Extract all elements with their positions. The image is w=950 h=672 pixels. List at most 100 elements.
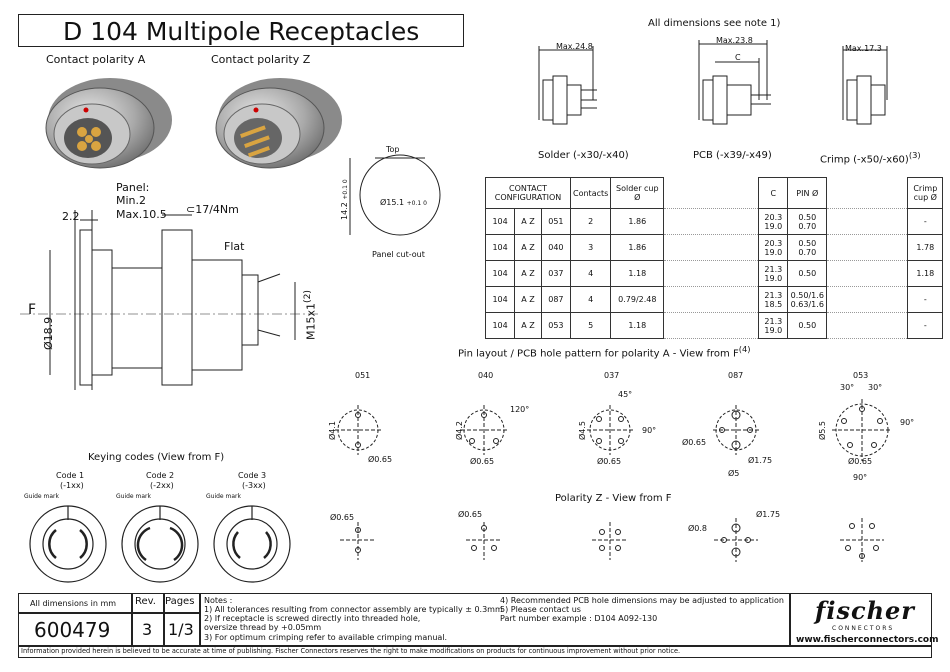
view-f-label: F <box>28 302 37 318</box>
cutout-top-label: Top <box>386 145 400 154</box>
fischer-logo-sub: CONNECTORS <box>832 625 895 632</box>
website: www.fischerconnectors.com <box>796 635 939 645</box>
code-037: 037 <box>604 371 620 380</box>
dim-037-dia: Ø4.5 <box>578 420 587 440</box>
cell-code: 053 <box>540 312 572 339</box>
layout-040 <box>461 405 508 455</box>
dim-040-angle: 120° <box>510 405 530 414</box>
keying-code-2-sub: (-2xx) <box>150 481 174 490</box>
th-solder: Solder cup Ø <box>610 177 665 209</box>
keying-code-1-sub: (-1xx) <box>60 481 84 490</box>
th-config: CONTACT CONFIGURATION <box>485 177 571 209</box>
keying-code-2-drawing <box>121 505 199 583</box>
cell-pin: 0.50/1.6 0.63/1.6 <box>787 286 828 313</box>
cell-code: 051 <box>540 208 572 235</box>
dim-040-hole: Ø0.65 <box>470 457 495 466</box>
cell-series: 104 <box>484 234 516 261</box>
cell-code: 087 <box>540 286 572 313</box>
panel-label: Panel: <box>116 181 150 194</box>
dim-037-angle-90: 90° <box>642 426 657 435</box>
pages-value: 1/3 <box>168 620 194 639</box>
cell-code: 040 <box>540 234 572 261</box>
cell-pin: 0.50 0.70 <box>787 234 828 261</box>
note-1: 1) All tolerances resulting from connect… <box>204 605 503 614</box>
th-c: C <box>758 177 789 209</box>
dim-053-angle-b: 30° <box>868 383 883 392</box>
pages-label: Pages <box>165 596 195 607</box>
dim-053-angle-d: 90° <box>853 473 868 482</box>
keying-code-1-drawing <box>29 505 107 583</box>
rev-label: Rev. <box>135 596 156 607</box>
cell-c: 20.3 19.0 <box>758 234 789 261</box>
crimp-label: Crimp (-x50/-x60)(3) <box>820 150 921 166</box>
dim-037-hole: Ø0.65 <box>597 457 622 466</box>
cell-solder: 1.18 <box>610 312 665 339</box>
solder-label: Solder (-x30/-x40) <box>538 150 629 161</box>
pcb-label: PCB (-x39/-x49) <box>693 150 772 161</box>
part-number: 600479 <box>34 618 111 642</box>
cell-contacts: 4 <box>569 260 612 287</box>
cell-crimp: 1.78 <box>907 234 944 261</box>
cell-code: 037 <box>540 260 572 287</box>
dim-053-angle-c: 90° <box>900 418 915 427</box>
cell-contacts: 5 <box>569 312 612 339</box>
cell-series: 104 <box>484 260 516 287</box>
keying-code-3-sub: (-3xx) <box>242 481 266 490</box>
connector-a-render <box>45 78 172 169</box>
cell-pin: 0.50 0.70 <box>787 208 828 235</box>
crimp-max-dim: Max.17.3 <box>845 44 882 53</box>
configuration-table: CONTACT CONFIGURATION Contacts Solder cu… <box>484 177 944 339</box>
cell-c: 20.3 19.0 <box>758 208 789 235</box>
th-contacts: Contacts <box>569 177 612 209</box>
keying-code-2: Code 2 <box>146 471 175 480</box>
cell-pin: 0.50 <box>787 260 828 287</box>
keying-drawings <box>29 505 291 583</box>
cell-c: 21.3 19.0 <box>758 260 789 287</box>
code-053: 053 <box>853 371 869 380</box>
cell-pin: 0.50 <box>787 312 828 339</box>
note-3: 3) For optimum crimping refer to availab… <box>204 633 448 642</box>
note-2b: oversize thread by +0.05mm <box>204 623 322 632</box>
dim-051-hole: Ø0.65 <box>368 455 393 464</box>
polarity-z-title: Polarity Z - View from F <box>555 493 672 504</box>
rev-value: 3 <box>142 620 153 639</box>
cell-pol: A Z <box>514 286 542 313</box>
note-2: 2) If receptacle is screwed directly int… <box>204 614 421 623</box>
pin-layout-drawings <box>335 399 892 461</box>
z-dim-087b: Ø1.75 <box>756 510 781 519</box>
z-dim-087a: Ø0.8 <box>688 524 708 533</box>
guide-mark-1: Guide mark <box>24 493 59 500</box>
cell-pol: A Z <box>514 312 542 339</box>
torque-label: ⊂17/4Nm <box>186 203 239 216</box>
dim-2-2: 2.2 <box>62 210 80 223</box>
connector-z-render <box>215 78 342 169</box>
cell-series: 104 <box>484 286 516 313</box>
dim-053-dia: Ø5.5 <box>818 420 827 440</box>
cell-contacts: 2 <box>569 208 612 235</box>
dim-087-big: Ø1.75 <box>748 456 773 465</box>
cell-contacts: 4 <box>569 286 612 313</box>
cell-c: 21.3 18.5 <box>758 286 789 313</box>
dim-087-hole: Ø0.65 <box>682 438 707 447</box>
dim-087-dia: Ø5 <box>728 469 740 478</box>
contact-polarity-a-label: Contact polarity A <box>46 53 146 66</box>
dim-037-angle-45: 45° <box>618 390 633 399</box>
cell-solder: 1.86 <box>610 234 665 261</box>
pin-layout-title: Pin layout / PCB hole pattern for polari… <box>458 344 751 360</box>
note-4: 4) Recommended PCB hole dimensions may b… <box>500 596 784 605</box>
guide-mark-2: Guide mark <box>116 493 151 500</box>
wrench-icon: ⊂ <box>186 203 196 216</box>
cell-pol: A Z <box>514 208 542 235</box>
th-crimp: Crimp cup Ø <box>907 177 944 209</box>
layout-087 <box>713 405 760 455</box>
cell-pol: A Z <box>514 234 542 261</box>
pcb-side-view <box>698 40 771 125</box>
z-dim-051: Ø0.65 <box>330 513 355 522</box>
cell-series: 104 <box>484 208 516 235</box>
cell-crimp: - <box>907 312 944 339</box>
crimp-side-view <box>842 46 888 125</box>
side-views <box>538 40 888 125</box>
